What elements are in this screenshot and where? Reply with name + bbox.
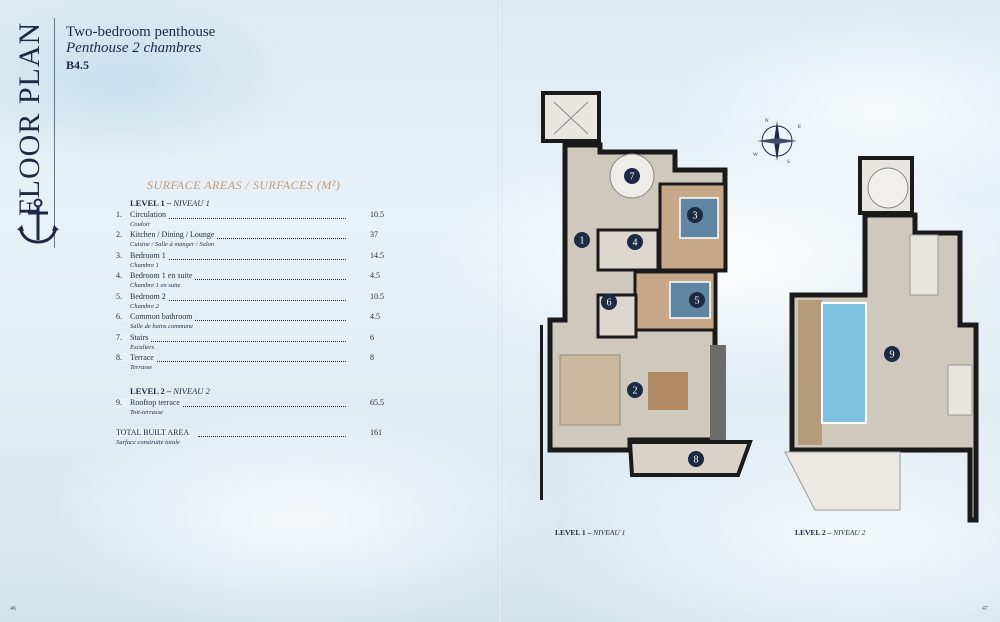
room-marker-label: 8 <box>694 455 699 466</box>
room-marker-3 <box>687 207 703 223</box>
level2-label-fr: NIVEAU 2 <box>173 386 210 396</box>
row-name: Common bathroom <box>130 312 193 321</box>
page-header: Two-bedroom penthouse Penthouse 2 chambr… <box>66 24 215 74</box>
compass-letter-w: W <box>753 153 758 158</box>
row-name: Bedroom 2 <box>130 292 166 301</box>
row-value: 6 <box>370 333 374 342</box>
row-number: 8. <box>116 353 122 362</box>
title-fr: Penthouse 2 chambres <box>66 40 202 56</box>
room-marker-9 <box>884 346 900 362</box>
compass-letter-e: E <box>798 125 801 130</box>
row-number: 9. <box>116 398 122 407</box>
row-number: 2. <box>116 230 122 239</box>
total-line: TOTAL BUILT AREA 161 Surface construite … <box>116 428 386 446</box>
page-number-left: 46 <box>10 606 16 612</box>
room-marker-1 <box>574 232 590 248</box>
row-number: 5. <box>116 292 122 301</box>
row-value: 4.5 <box>370 312 380 321</box>
level1-label-fr: NIVEAU 1 <box>173 198 210 208</box>
anchor-icon <box>17 198 59 244</box>
room-marker-5 <box>689 292 705 308</box>
row-name-fr: Cuisine / Salle à manger / Salon <box>130 241 215 248</box>
row-name: Bedroom 1 en suite <box>130 271 193 280</box>
compass-rose-icon: N S E W <box>753 119 801 165</box>
row-value: 4.5 <box>370 271 380 280</box>
page-spine <box>498 0 502 622</box>
row-name-fr: Couloir <box>130 221 151 228</box>
row-value: 10.5 <box>370 292 384 301</box>
row-name-fr: Toit-terrasse <box>130 409 163 416</box>
level1-caption-fr: NIVEAU 1 <box>593 528 626 537</box>
area-row: 9. Rooftop terrace 65.5 Toit-terrasse <box>116 398 386 416</box>
row-value: 8 <box>370 353 374 362</box>
level2-caption-fr: NIVEAU 2 <box>833 528 866 537</box>
row-name: Rooftop terrace <box>130 398 180 407</box>
compass-letter-n: N <box>765 119 769 124</box>
total-label: TOTAL BUILT AREA <box>116 428 192 437</box>
row-number: 1. <box>116 210 122 219</box>
row-value: 10.5 <box>370 210 384 219</box>
row-number: 7. <box>116 333 122 342</box>
row-name-fr: Chambre 1 <box>130 262 159 269</box>
title-en: Two-bedroom penthouse <box>66 24 216 40</box>
level2-caption-en: LEVEL 2 <box>795 528 826 537</box>
row-name-fr: Salle de bains commune <box>130 323 194 330</box>
room-marker-label: 5 <box>695 296 700 307</box>
unit-code: B4.5 <box>66 58 90 72</box>
level2-header: LEVEL 2 – NIVEAU 2 <box>130 386 210 396</box>
room-marker-label: 9 <box>890 350 895 361</box>
level1-label: LEVEL 1 <box>130 198 165 208</box>
row-value: 65.5 <box>370 398 384 407</box>
row-number: 4. <box>116 271 122 280</box>
level1-caption: LEVEL 1 – NIVEAU 1 <box>555 528 626 537</box>
room-marker-label: 4 <box>633 238 638 249</box>
compass-letter-s: S <box>787 160 790 165</box>
row-name: Kitchen / Dining / Lounge <box>130 230 215 239</box>
row-name-fr: Escaliers <box>130 344 155 351</box>
room-marker-8 <box>688 451 704 467</box>
areas-title: SURFACE AREAS / SURFACES (M²) <box>147 178 341 192</box>
row-value: 14.5 <box>370 251 384 260</box>
level1-caption-en: LEVEL 1 <box>555 528 586 537</box>
level2-label: LEVEL 2 <box>130 386 165 396</box>
row-number: 6. <box>116 312 122 321</box>
level1-header: LEVEL 1 – NIVEAU 1 <box>130 198 210 208</box>
row-name: Bedroom 1 <box>130 251 166 260</box>
row-name-fr: Terrasse <box>130 364 153 371</box>
room-marker-4 <box>627 234 643 250</box>
row-value: 37 <box>370 230 378 239</box>
room-marker-6 <box>601 294 617 310</box>
row-name: Terrace <box>130 353 154 362</box>
side-title: FLOOR PLAN <box>13 21 46 216</box>
room-marker-label: 6 <box>607 298 612 309</box>
room-marker-7 <box>624 168 640 184</box>
level1-floor-plan: 1 2 3 4 5 6 7 8 <box>540 91 753 500</box>
level2-caption: LEVEL 2 – NIVEAU 2 <box>795 528 866 537</box>
room-marker-label: 1 <box>580 236 585 247</box>
row-name: Circulation <box>130 210 166 219</box>
row-name-fr: Chambre 2 <box>130 303 159 310</box>
title-rule <box>54 18 55 248</box>
room-marker-label: 7 <box>630 172 635 183</box>
page-number-right: 47 <box>982 606 988 612</box>
total-value: 161 <box>370 428 382 437</box>
room-marker-2 <box>627 382 643 398</box>
total-label-fr: Surface construite totale <box>116 439 180 446</box>
room-marker-label: 2 <box>633 386 638 397</box>
row-number: 3. <box>116 251 122 260</box>
row-name-fr: Chambre 1 en suite <box>130 282 181 289</box>
room-marker-label: 3 <box>693 211 698 222</box>
level2-floor-plan: 9 <box>784 156 979 523</box>
row-name: Stairs <box>130 333 149 342</box>
